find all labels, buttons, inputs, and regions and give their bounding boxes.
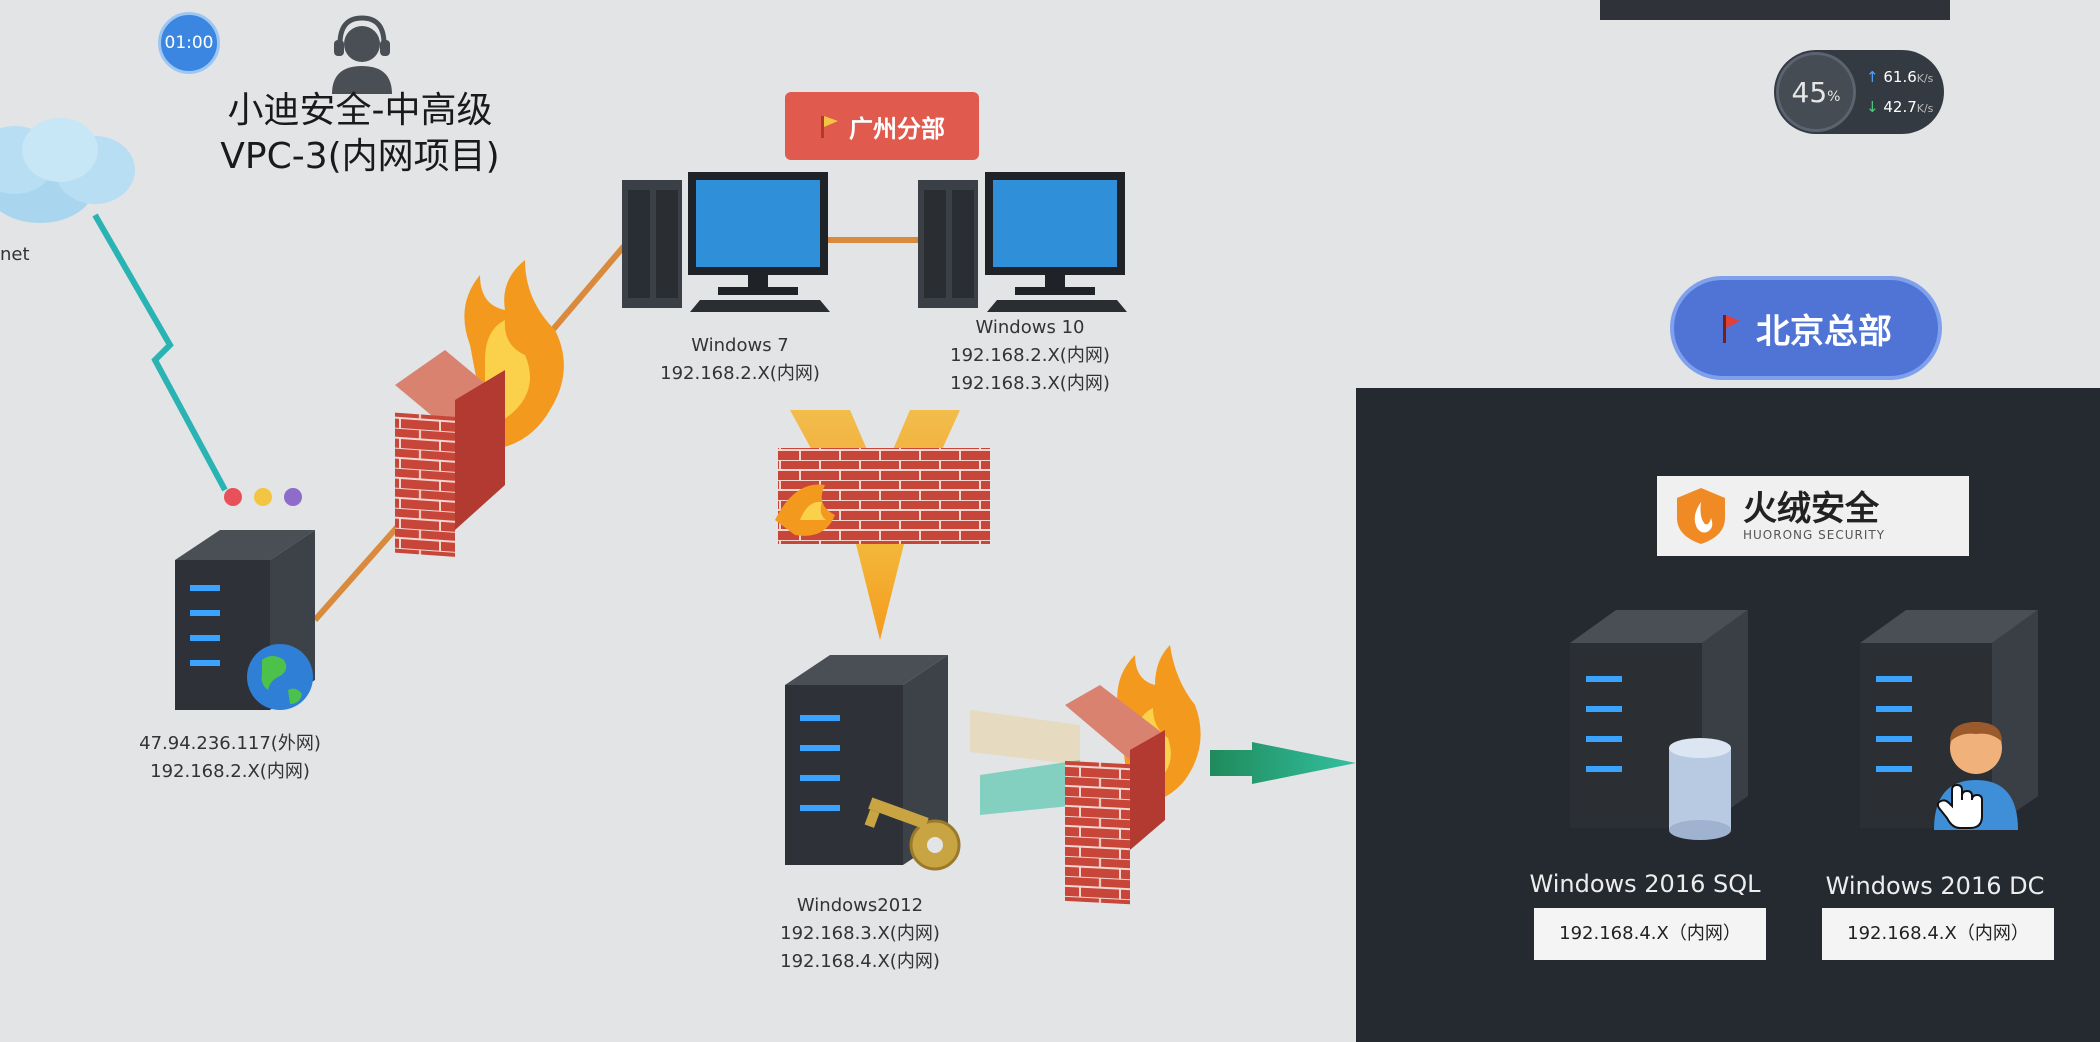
dc-ip-box: 192.168.4.X（内网） [1822, 908, 2054, 960]
win7-computer-icon [622, 172, 830, 312]
hq-graphics [1570, 610, 2038, 840]
huorong-logo: 火绒安全 HUORONG SECURITY [1657, 476, 1969, 556]
status-dot-purple [284, 488, 302, 506]
firewall-2-icon [775, 410, 990, 640]
cursor-hand-icon [1936, 783, 1983, 829]
cpu-percent: 45% [1776, 52, 1856, 132]
huorong-shield-icon [1677, 488, 1725, 544]
title-line-2: VPC-3(内网项目) [220, 136, 500, 177]
status-dot-red [224, 488, 242, 506]
page-title: 小迪安全-中高级 VPC-3(内网项目) [200, 88, 520, 180]
globe-icon [247, 644, 313, 710]
key-icon [864, 797, 961, 871]
win10-label: Windows 10 192.168.2.X(内网) 192.168.3.X(内… [950, 317, 1110, 394]
hq-badge: 北京总部 [1670, 276, 1942, 380]
lightning-link [92, 213, 228, 492]
status-dot-yellow [254, 488, 272, 506]
upload-rate: ↑ 61.6K/s [1866, 68, 1934, 86]
top-toolbar-strip [1600, 0, 1950, 20]
traffic-beam-upper [970, 710, 1080, 765]
logo-en: HUORONG SECURITY [1743, 528, 1886, 542]
internet-cloud-icon [0, 118, 135, 223]
win10-computer-icon [918, 172, 1127, 312]
network-speed-widget[interactable]: 45% ↑ 61.6K/s ↓ 42.7K/s [1774, 50, 1944, 134]
dc-label: Windows 2016 DC [1825, 872, 2045, 900]
win2012-label: Windows2012 192.168.3.X(内网) 192.168.4.X(… [780, 895, 940, 972]
win2012-server-icon [785, 655, 948, 865]
branch-badge-label: 广州分部 [849, 114, 945, 143]
flag-icon [1723, 315, 1740, 343]
cloud-label: net [0, 244, 30, 265]
sql-ip-box: 192.168.4.X（内网） [1534, 908, 1766, 960]
traffic-beam-lower [980, 760, 1080, 815]
sql-label: Windows 2016 SQL [1529, 870, 1761, 898]
web-server-label: 47.94.236.117(外网) 192.168.2.X(内网) [139, 733, 321, 782]
upload-arrow-icon: ↑ [1866, 68, 1879, 86]
timer-badge: 01:00 [158, 12, 220, 74]
headset-avatar-icon [332, 15, 392, 94]
flag-icon [821, 116, 838, 138]
dc-server-icon [1860, 610, 2038, 828]
branch-badge: 广州分部 [785, 92, 979, 160]
download-arrow-icon: ↓ [1866, 98, 1879, 116]
logo-cn: 火绒安全 [1743, 489, 1879, 529]
timer-text: 01:00 [164, 33, 214, 53]
download-rate: ↓ 42.7K/s [1866, 98, 1934, 116]
win7-label: Windows 7 192.168.2.X(内网) [660, 335, 820, 384]
firewall-3-icon [1065, 645, 1201, 905]
database-icon [1669, 738, 1731, 840]
arrow-to-hq [1210, 742, 1356, 784]
hq-badge-label: 北京总部 [1756, 311, 1892, 352]
firewall-1-icon [395, 260, 564, 557]
title-line-1: 小迪安全-中高级 [227, 90, 493, 131]
